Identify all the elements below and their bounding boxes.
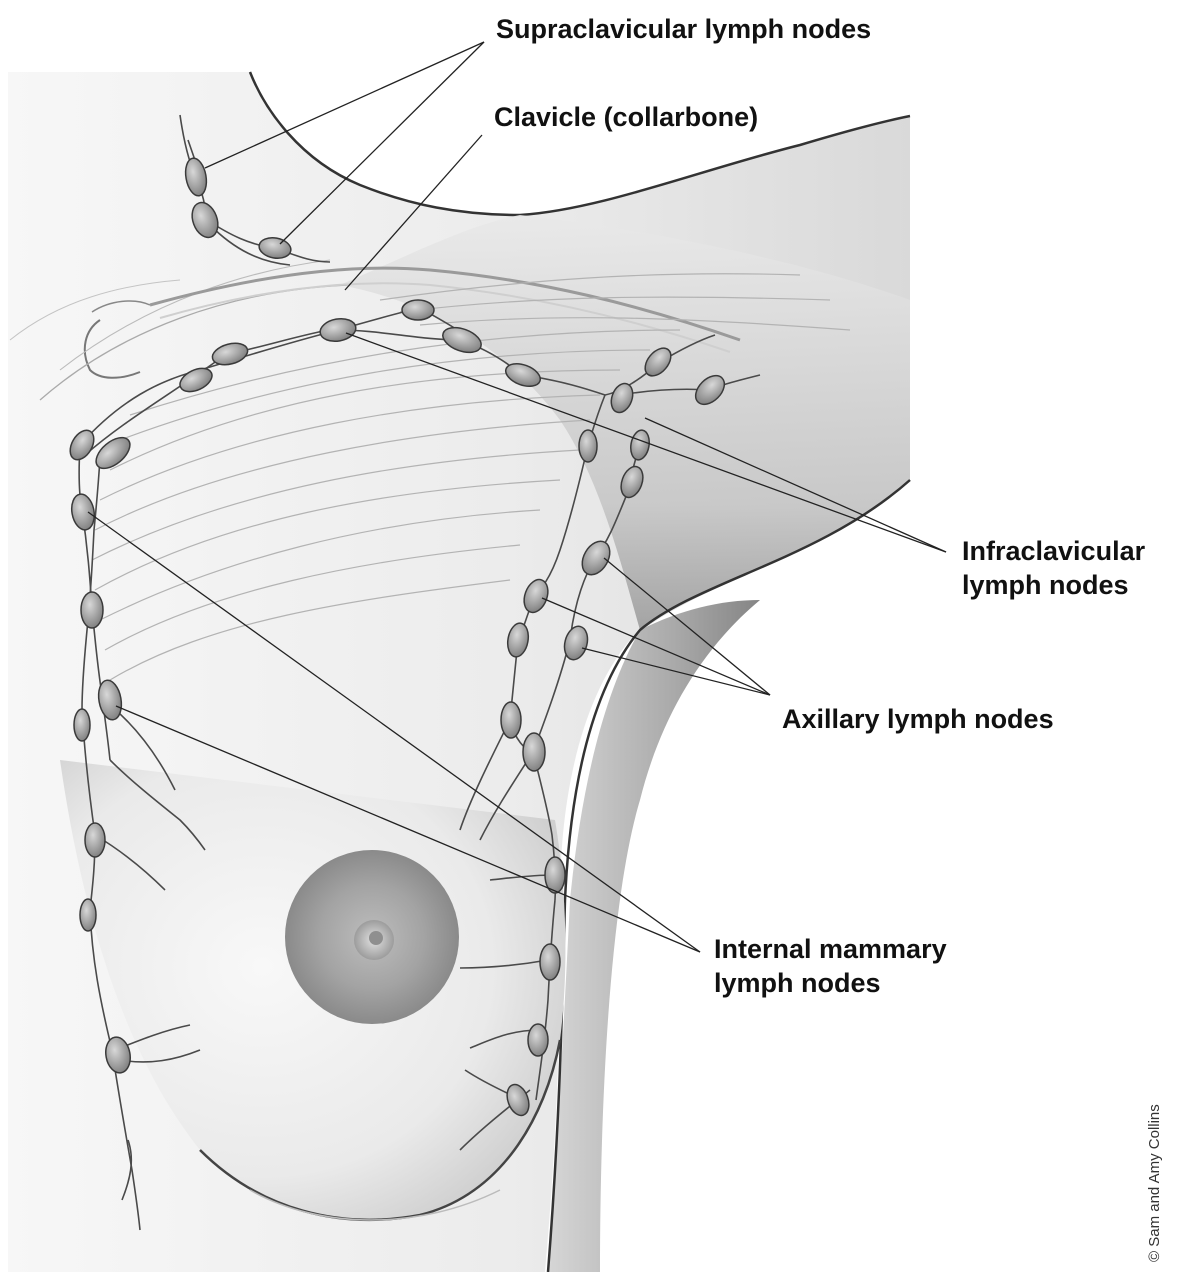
node-axillary: [540, 944, 560, 980]
node-internal-mammary: [80, 899, 96, 931]
node-axillary: [501, 702, 521, 738]
node-infraclavicular: [402, 300, 434, 320]
node-internal-mammary: [85, 823, 105, 857]
label-line: Axillary lymph nodes: [782, 702, 1054, 736]
node-internal-mammary: [81, 592, 103, 628]
label-axillary-lymph-nodes: Axillary lymph nodes: [782, 702, 1054, 736]
node-axillary: [523, 733, 545, 771]
label-line: Supraclavicular lymph nodes: [496, 12, 871, 46]
label-supraclavicular-lymph-nodes: Supraclavicular lymph nodes: [496, 12, 871, 46]
node-internal-mammary: [74, 709, 90, 741]
label-line: lymph nodes: [714, 966, 947, 1000]
label-line: Clavicle (collarbone): [494, 100, 758, 134]
label-infraclavicular-lymph-nodes: Infraclavicular lymph nodes: [962, 534, 1145, 602]
label-line: Infraclavicular: [962, 534, 1145, 568]
label-line: Internal mammary: [714, 932, 947, 966]
label-line: lymph nodes: [962, 568, 1145, 602]
label-clavicle: Clavicle (collarbone): [494, 100, 758, 134]
node-axillary: [528, 1024, 548, 1056]
copyright-credit: © Sam and Amy Collins: [1146, 1104, 1163, 1262]
label-internal-mammary-lymph-nodes: Internal mammary lymph nodes: [714, 932, 947, 1000]
node-axillary: [579, 430, 597, 462]
